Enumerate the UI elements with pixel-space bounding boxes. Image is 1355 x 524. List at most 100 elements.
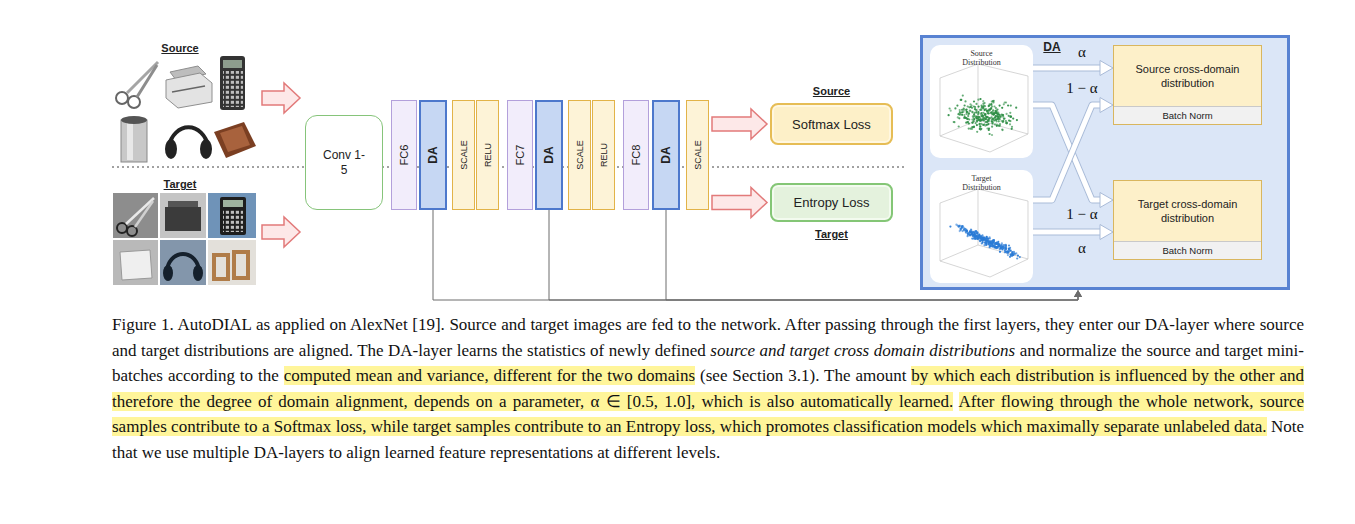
layer-name: RELU [599, 143, 609, 167]
source-images [220, 56, 245, 110]
target-images [160, 193, 206, 238]
scatter-point [1016, 257, 1018, 259]
scatter-point [1005, 251, 1007, 253]
scatter-point [1008, 248, 1010, 250]
block-name: Conv 1-5 [321, 148, 367, 178]
arrow-outline [1033, 105, 1102, 200]
distribution-plot: Source Distribution [930, 45, 1033, 158]
connector [1033, 98, 1113, 201]
scatter-point [999, 105, 1001, 107]
scatter-point [1006, 113, 1008, 115]
scatter-point [974, 233, 976, 235]
target-images [214, 255, 228, 279]
target-images [234, 252, 248, 278]
scatter-point [965, 229, 967, 231]
scatter-point [980, 119, 982, 121]
scatter-point [983, 123, 985, 125]
band-name: Batch Norm [1162, 245, 1212, 256]
scatter-point [989, 244, 991, 246]
scatter-point [973, 238, 975, 240]
scatter-point [959, 109, 961, 111]
scatter-point [967, 235, 969, 237]
scatter-point [963, 117, 965, 119]
source-images [165, 139, 177, 159]
target-images [117, 223, 127, 233]
scatter-point [1006, 121, 1008, 123]
scatter-point [970, 229, 972, 231]
connector [666, 210, 1082, 300]
domain-label: Target [164, 178, 197, 190]
scatter-point [1012, 118, 1014, 120]
scatter-point [996, 243, 998, 245]
scatter-point [985, 240, 987, 242]
scatter-point [1002, 120, 1004, 122]
connector [1033, 105, 1113, 208]
mixing-arrow [1033, 105, 1102, 200]
arrow-head [1074, 290, 1082, 297]
scatter-point [979, 125, 981, 127]
source-images [214, 122, 256, 158]
scatter-point [962, 95, 964, 97]
source-images [121, 116, 147, 124]
scatter-point [997, 113, 999, 115]
scatter-point [996, 111, 998, 113]
scatter-point [976, 115, 978, 117]
scatter-point [984, 113, 986, 115]
scatter-point [962, 111, 964, 113]
scatter-point [977, 237, 979, 239]
box-name: Target cross-domain distribution [1132, 197, 1244, 225]
source-images [128, 96, 140, 108]
source-images [116, 56, 256, 162]
scatter-point [1002, 120, 1004, 122]
scatter-points [948, 95, 1021, 260]
scatter-point [991, 126, 993, 128]
scatter-point [971, 111, 973, 113]
scale-layer: SCALE [568, 100, 591, 210]
source-images [220, 126, 250, 152]
scatter-point [1010, 116, 1012, 118]
scatter-point [998, 244, 1000, 246]
layer-name: DA [659, 146, 673, 163]
scatter-point [976, 231, 978, 233]
relu-layer: RELU [476, 100, 499, 210]
scatter-point [1008, 250, 1010, 252]
scatter-point [971, 104, 973, 106]
feed-line [433, 210, 1078, 300]
source-images [116, 92, 128, 104]
arrow-head [1074, 290, 1082, 297]
target-images [127, 226, 137, 236]
arrow-outline [1033, 105, 1102, 200]
scatter-point [976, 131, 978, 133]
cross-domain-box: Target cross-domain distributionBatch No… [1113, 180, 1262, 260]
scatter-point [987, 123, 989, 125]
source-images [172, 86, 205, 92]
mixing-weight: 1 − α [1066, 80, 1097, 97]
scatter-point [971, 107, 973, 109]
scatter-point [980, 113, 982, 115]
scatter-point [980, 123, 982, 125]
scatter-point [1001, 114, 1003, 116]
target-images [160, 240, 206, 285]
scatter-point [987, 116, 989, 118]
target-images [165, 207, 201, 231]
scatter-point [974, 108, 976, 110]
fc-layer: FC7 [507, 100, 533, 210]
scale-layer: SCALE [686, 100, 709, 210]
layer-name: RELU [483, 143, 493, 167]
scatter-point [975, 111, 977, 113]
scatter-point [1001, 242, 1003, 244]
scatter-point [1001, 107, 1003, 109]
caption-emphasis: source and target cross domain distribut… [710, 341, 1015, 360]
scatter-point [985, 118, 987, 120]
figure-caption: Figure 1. AutoDIAL as applied on AlexNet… [112, 312, 1304, 466]
scatter-point [984, 114, 986, 116]
scatter-point [966, 111, 968, 113]
scatter-point [1002, 121, 1004, 123]
scatter-point [1008, 244, 1010, 246]
connector [1033, 61, 1113, 76]
scatter-point [987, 237, 989, 239]
scatter-point [988, 109, 990, 111]
panel-ground [920, 35, 1290, 290]
scatter-point [1002, 129, 1004, 131]
target-images [113, 240, 158, 285]
